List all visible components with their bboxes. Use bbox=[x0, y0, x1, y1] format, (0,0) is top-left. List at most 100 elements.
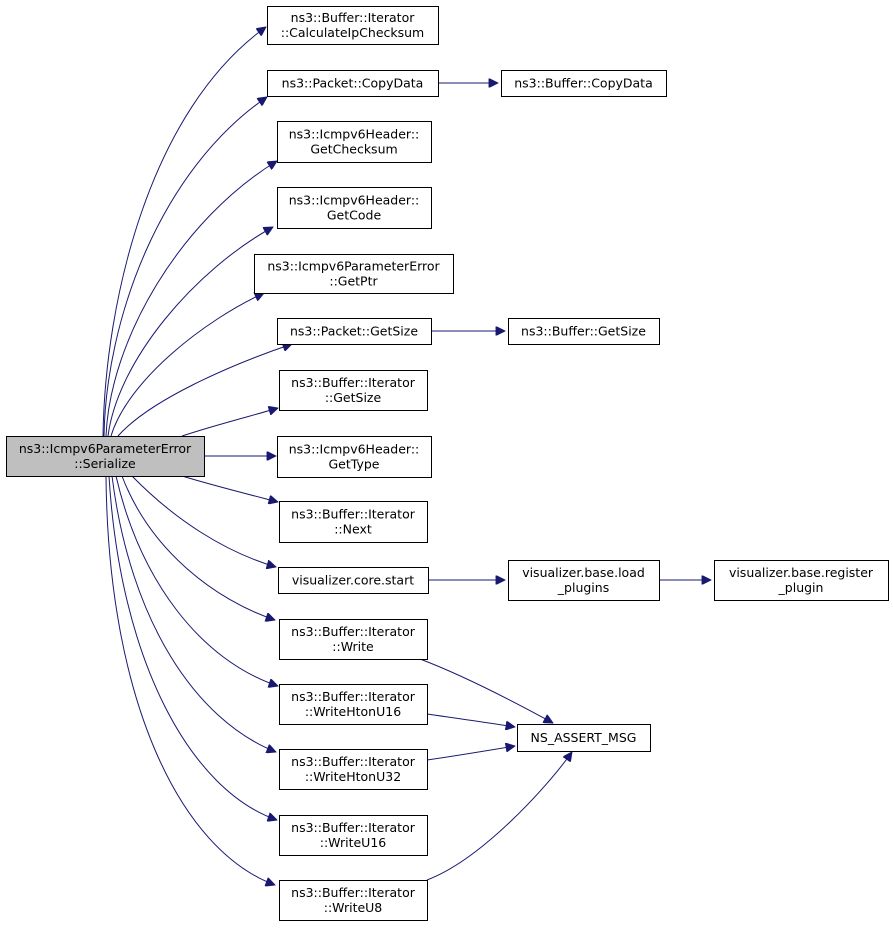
node-calc_ip_checksum[interactable]: ns3::Buffer::Iterator::CalculateIpChecks… bbox=[267, 6, 439, 45]
node-label-line: GetType bbox=[329, 457, 380, 472]
edge-root-to-vis_core_start bbox=[131, 475, 276, 567]
node-packet_copydata[interactable]: ns3::Packet::CopyData bbox=[267, 70, 439, 97]
edge-root-to-get_ptr bbox=[110, 293, 264, 437]
node-box bbox=[277, 436, 432, 478]
node-label-line: ns3::Buffer::Iterator bbox=[291, 689, 416, 704]
node-get_code[interactable]: ns3::Icmpv6Header::GetCode bbox=[277, 187, 432, 229]
node-label-line: visualizer.core.start bbox=[292, 573, 414, 588]
node-iter_next[interactable]: ns3::Buffer::Iterator::Next bbox=[279, 501, 428, 543]
node-label-line: GetCode bbox=[327, 208, 382, 223]
node-box bbox=[279, 684, 428, 725]
node-label-line: visualizer.base.load bbox=[522, 565, 645, 580]
node-label-line: ::WriteHtonU32 bbox=[305, 769, 401, 784]
node-label-line: ns3::Buffer::CopyData bbox=[514, 76, 653, 91]
node-box bbox=[277, 121, 432, 163]
node-iter_getsize[interactable]: ns3::Buffer::Iterator::GetSize bbox=[279, 370, 428, 411]
node-label-line: ::WriteU8 bbox=[324, 900, 383, 915]
node-get_type[interactable]: ns3::Icmpv6Header::GetType bbox=[277, 436, 432, 478]
node-buffer_copydata[interactable]: ns3::Buffer::CopyData bbox=[501, 70, 667, 97]
node-label-line: ns3::Icmpv6ParameterError bbox=[267, 259, 440, 274]
edge-iter_write_htonu32-to-ns_assert_msg bbox=[426, 746, 515, 761]
node-label-line: ::CalculateIpChecksum bbox=[281, 25, 425, 40]
node-label-line: ::WriteU16 bbox=[320, 835, 387, 850]
node-label-line: ::Next bbox=[334, 522, 372, 537]
node-packet_getsize[interactable]: ns3::Packet::GetSize bbox=[277, 318, 432, 345]
node-iter_write_htonu32[interactable]: ns3::Buffer::Iterator::WriteHtonU32 bbox=[279, 749, 428, 790]
node-box bbox=[279, 619, 428, 660]
node-label-line: ::Write bbox=[332, 639, 374, 654]
edges-layer bbox=[102, 27, 711, 885]
node-box bbox=[6, 436, 205, 477]
node-get_ptr[interactable]: ns3::Icmpv6ParameterError::GetPtr bbox=[254, 254, 454, 294]
node-box bbox=[508, 318, 660, 345]
node-box bbox=[267, 6, 439, 45]
edge-iter_write_htonu16-to-ns_assert_msg bbox=[426, 713, 515, 727]
node-box bbox=[279, 370, 428, 411]
edge-iter_write_u8-to-ns_assert_msg bbox=[426, 752, 572, 881]
node-box bbox=[278, 567, 429, 594]
edge-root-to-get_code bbox=[107, 227, 273, 437]
node-iter_write_u8[interactable]: ns3::Buffer::Iterator::WriteU8 bbox=[279, 880, 428, 921]
node-label-line: ns3::Buffer::Iterator bbox=[291, 624, 416, 639]
edge-root-to-packet_copydata bbox=[103, 97, 267, 437]
node-box bbox=[714, 560, 889, 601]
node-label-line: _plugins bbox=[557, 580, 609, 595]
node-label-line: visualizer.base.register bbox=[729, 565, 874, 580]
node-label-line: ::Serialize bbox=[74, 456, 136, 471]
edge-root-to-iter_getsize bbox=[181, 408, 278, 437]
node-label-line: ::GetPtr bbox=[329, 274, 378, 289]
node-label-line: GetChecksum bbox=[310, 142, 397, 157]
node-vis_core_start[interactable]: visualizer.core.start bbox=[278, 567, 429, 594]
node-label-line: ns3::Icmpv6Header:: bbox=[289, 442, 420, 457]
node-box bbox=[254, 254, 454, 294]
node-iter_write_htonu16[interactable]: ns3::Buffer::Iterator::WriteHtonU16 bbox=[279, 684, 428, 725]
node-label-line: ns3::Buffer::Iterator bbox=[291, 754, 416, 769]
edge-root-to-iter_write_u8 bbox=[105, 475, 275, 885]
node-label-line: _plugin bbox=[778, 580, 824, 595]
node-label-line: ns3::Icmpv6Header:: bbox=[289, 127, 420, 142]
edge-iter_write-to-ns_assert_msg bbox=[419, 658, 553, 723]
node-box bbox=[279, 880, 428, 921]
node-label-line: ::WriteHtonU16 bbox=[305, 704, 401, 719]
node-get_checksum[interactable]: ns3::Icmpv6Header::GetChecksum bbox=[277, 121, 432, 163]
edge-root-to-iter_next bbox=[181, 475, 278, 502]
node-box bbox=[501, 70, 667, 97]
node-box bbox=[508, 560, 660, 601]
node-ns_assert_msg[interactable]: NS_ASSERT_MSG bbox=[517, 724, 651, 752]
edge-root-to-iter_write_htonu16 bbox=[115, 475, 278, 686]
edge-root-to-calc_ip_checksum bbox=[102, 27, 266, 437]
node-box bbox=[517, 724, 651, 752]
node-box bbox=[267, 70, 439, 97]
node-vis_register_plugin[interactable]: visualizer.base.register_plugin bbox=[714, 560, 889, 601]
node-label-line: ns3::Buffer::Iterator bbox=[291, 375, 416, 390]
node-iter_write_u16[interactable]: ns3::Buffer::Iterator::WriteU16 bbox=[279, 815, 428, 856]
node-label-line: ns3::Icmpv6ParameterError bbox=[19, 441, 192, 456]
node-label-line: ns3::Buffer::Iterator bbox=[291, 820, 416, 835]
node-label-line: ::GetSize bbox=[325, 390, 382, 405]
node-label-line: ns3::Icmpv6Header:: bbox=[289, 193, 420, 208]
node-label-line: ns3::Buffer::Iterator bbox=[291, 885, 416, 900]
edge-root-to-iter_write_u16 bbox=[108, 475, 277, 820]
node-label-line: ns3::Buffer::Iterator bbox=[291, 10, 416, 25]
node-label-line: ns3::Buffer::Iterator bbox=[291, 507, 416, 522]
node-label-line: NS_ASSERT_MSG bbox=[531, 730, 637, 745]
node-label-line: ns3::Buffer::GetSize bbox=[521, 324, 646, 339]
node-box bbox=[277, 187, 432, 229]
node-buffer_getsize[interactable]: ns3::Buffer::GetSize bbox=[508, 318, 660, 345]
edge-root-to-iter_write bbox=[121, 475, 275, 620]
nodes-layer: ns3::Icmpv6ParameterError::Serializens3:… bbox=[6, 6, 889, 921]
node-label-line: ns3::Packet::GetSize bbox=[290, 324, 418, 339]
edge-root-to-packet_getsize bbox=[117, 344, 292, 437]
node-vis_load_plugins[interactable]: visualizer.base.load_plugins bbox=[508, 560, 660, 601]
edge-root-to-iter_write_htonu32 bbox=[111, 475, 276, 752]
node-box bbox=[279, 749, 428, 790]
node-label-line: ns3::Packet::CopyData bbox=[282, 76, 424, 91]
edge-root-to-get_checksum bbox=[105, 161, 277, 437]
node-box bbox=[279, 815, 428, 856]
node-box bbox=[279, 501, 428, 543]
node-root[interactable]: ns3::Icmpv6ParameterError::Serialize bbox=[6, 436, 205, 477]
node-box bbox=[277, 318, 432, 345]
node-iter_write[interactable]: ns3::Buffer::Iterator::Write bbox=[279, 619, 428, 660]
